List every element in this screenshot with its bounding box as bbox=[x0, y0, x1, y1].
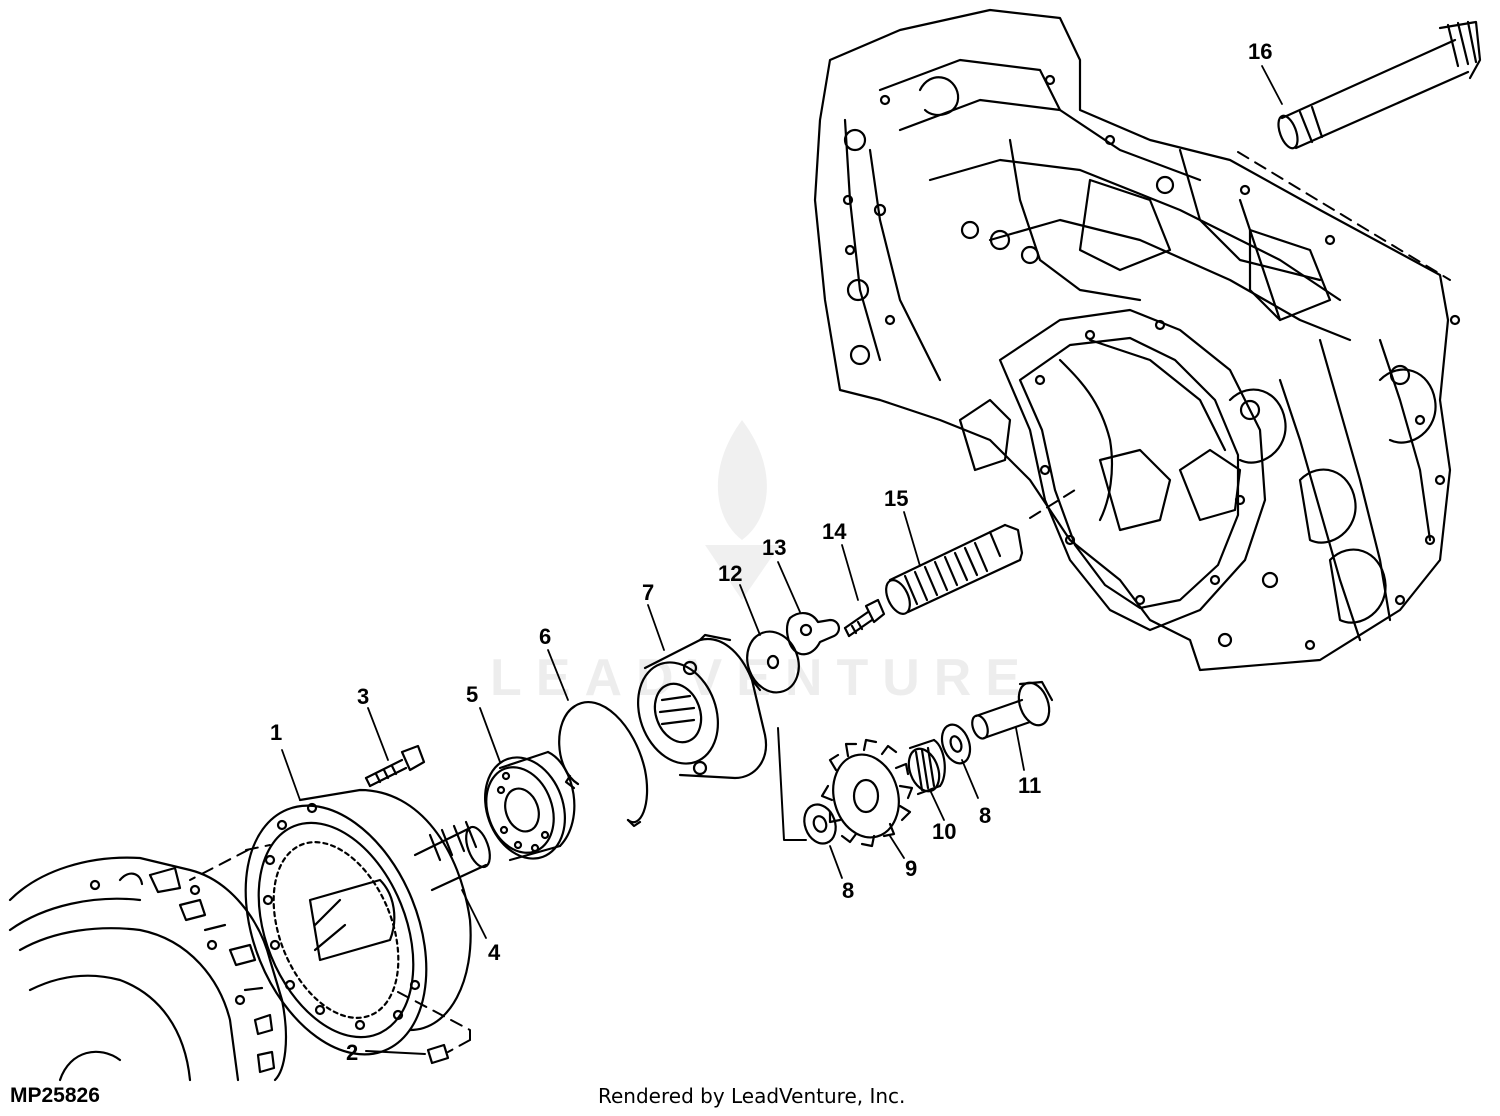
part-8-washer-upper bbox=[940, 723, 972, 765]
part-1-ring-gear bbox=[244, 788, 472, 1056]
callout-4: 4 bbox=[488, 940, 501, 965]
callout-10: 10 bbox=[932, 819, 957, 844]
part-9-gear bbox=[820, 738, 914, 848]
callout-5: 5 bbox=[466, 682, 479, 707]
callout-8-lower: 8 bbox=[842, 878, 855, 903]
part-12-washer bbox=[746, 630, 800, 694]
callout-3: 3 bbox=[357, 684, 370, 709]
part-15-shaft bbox=[885, 523, 1024, 615]
part-7-carrier bbox=[637, 633, 768, 780]
callout-9: 9 bbox=[905, 856, 918, 881]
callout-6: 6 bbox=[539, 624, 552, 649]
leader-lines bbox=[281, 65, 1283, 939]
part-8-washer-lower bbox=[803, 803, 837, 845]
callout-15: 15 bbox=[884, 486, 909, 511]
callout-1: 1 bbox=[270, 720, 283, 745]
callout-12: 12 bbox=[718, 561, 743, 586]
callout-8-upper: 8 bbox=[979, 803, 992, 828]
part-6-snap-ring bbox=[558, 700, 649, 828]
callout-14: 14 bbox=[822, 519, 847, 544]
part-4-shaft bbox=[413, 820, 491, 892]
part-10-needle-bearing bbox=[907, 738, 946, 796]
front-housing bbox=[8, 856, 288, 1082]
alignment-lines bbox=[189, 151, 1451, 1053]
footer-credit: Rendered by LeadVenture, Inc. bbox=[598, 1084, 906, 1108]
callout-2: 2 bbox=[346, 1040, 359, 1065]
bracket-lines bbox=[365, 727, 807, 1055]
callout-16: 16 bbox=[1248, 39, 1273, 64]
callout-11: 11 bbox=[1018, 773, 1042, 798]
part-2-pin bbox=[426, 1043, 450, 1065]
callout-7: 7 bbox=[642, 580, 655, 605]
callout-13: 13 bbox=[762, 535, 787, 560]
figure-id: MP25826 bbox=[10, 1084, 100, 1107]
watermark-logo bbox=[705, 420, 780, 600]
part-3-bolt bbox=[364, 744, 426, 788]
part-16-shaft bbox=[1277, 20, 1482, 150]
transmission-case bbox=[813, 8, 1461, 672]
part-11-shaft bbox=[971, 680, 1054, 740]
part-5-bearing bbox=[484, 750, 576, 862]
part-13-lock-plate bbox=[785, 612, 840, 656]
part-14-bolt bbox=[843, 598, 886, 638]
